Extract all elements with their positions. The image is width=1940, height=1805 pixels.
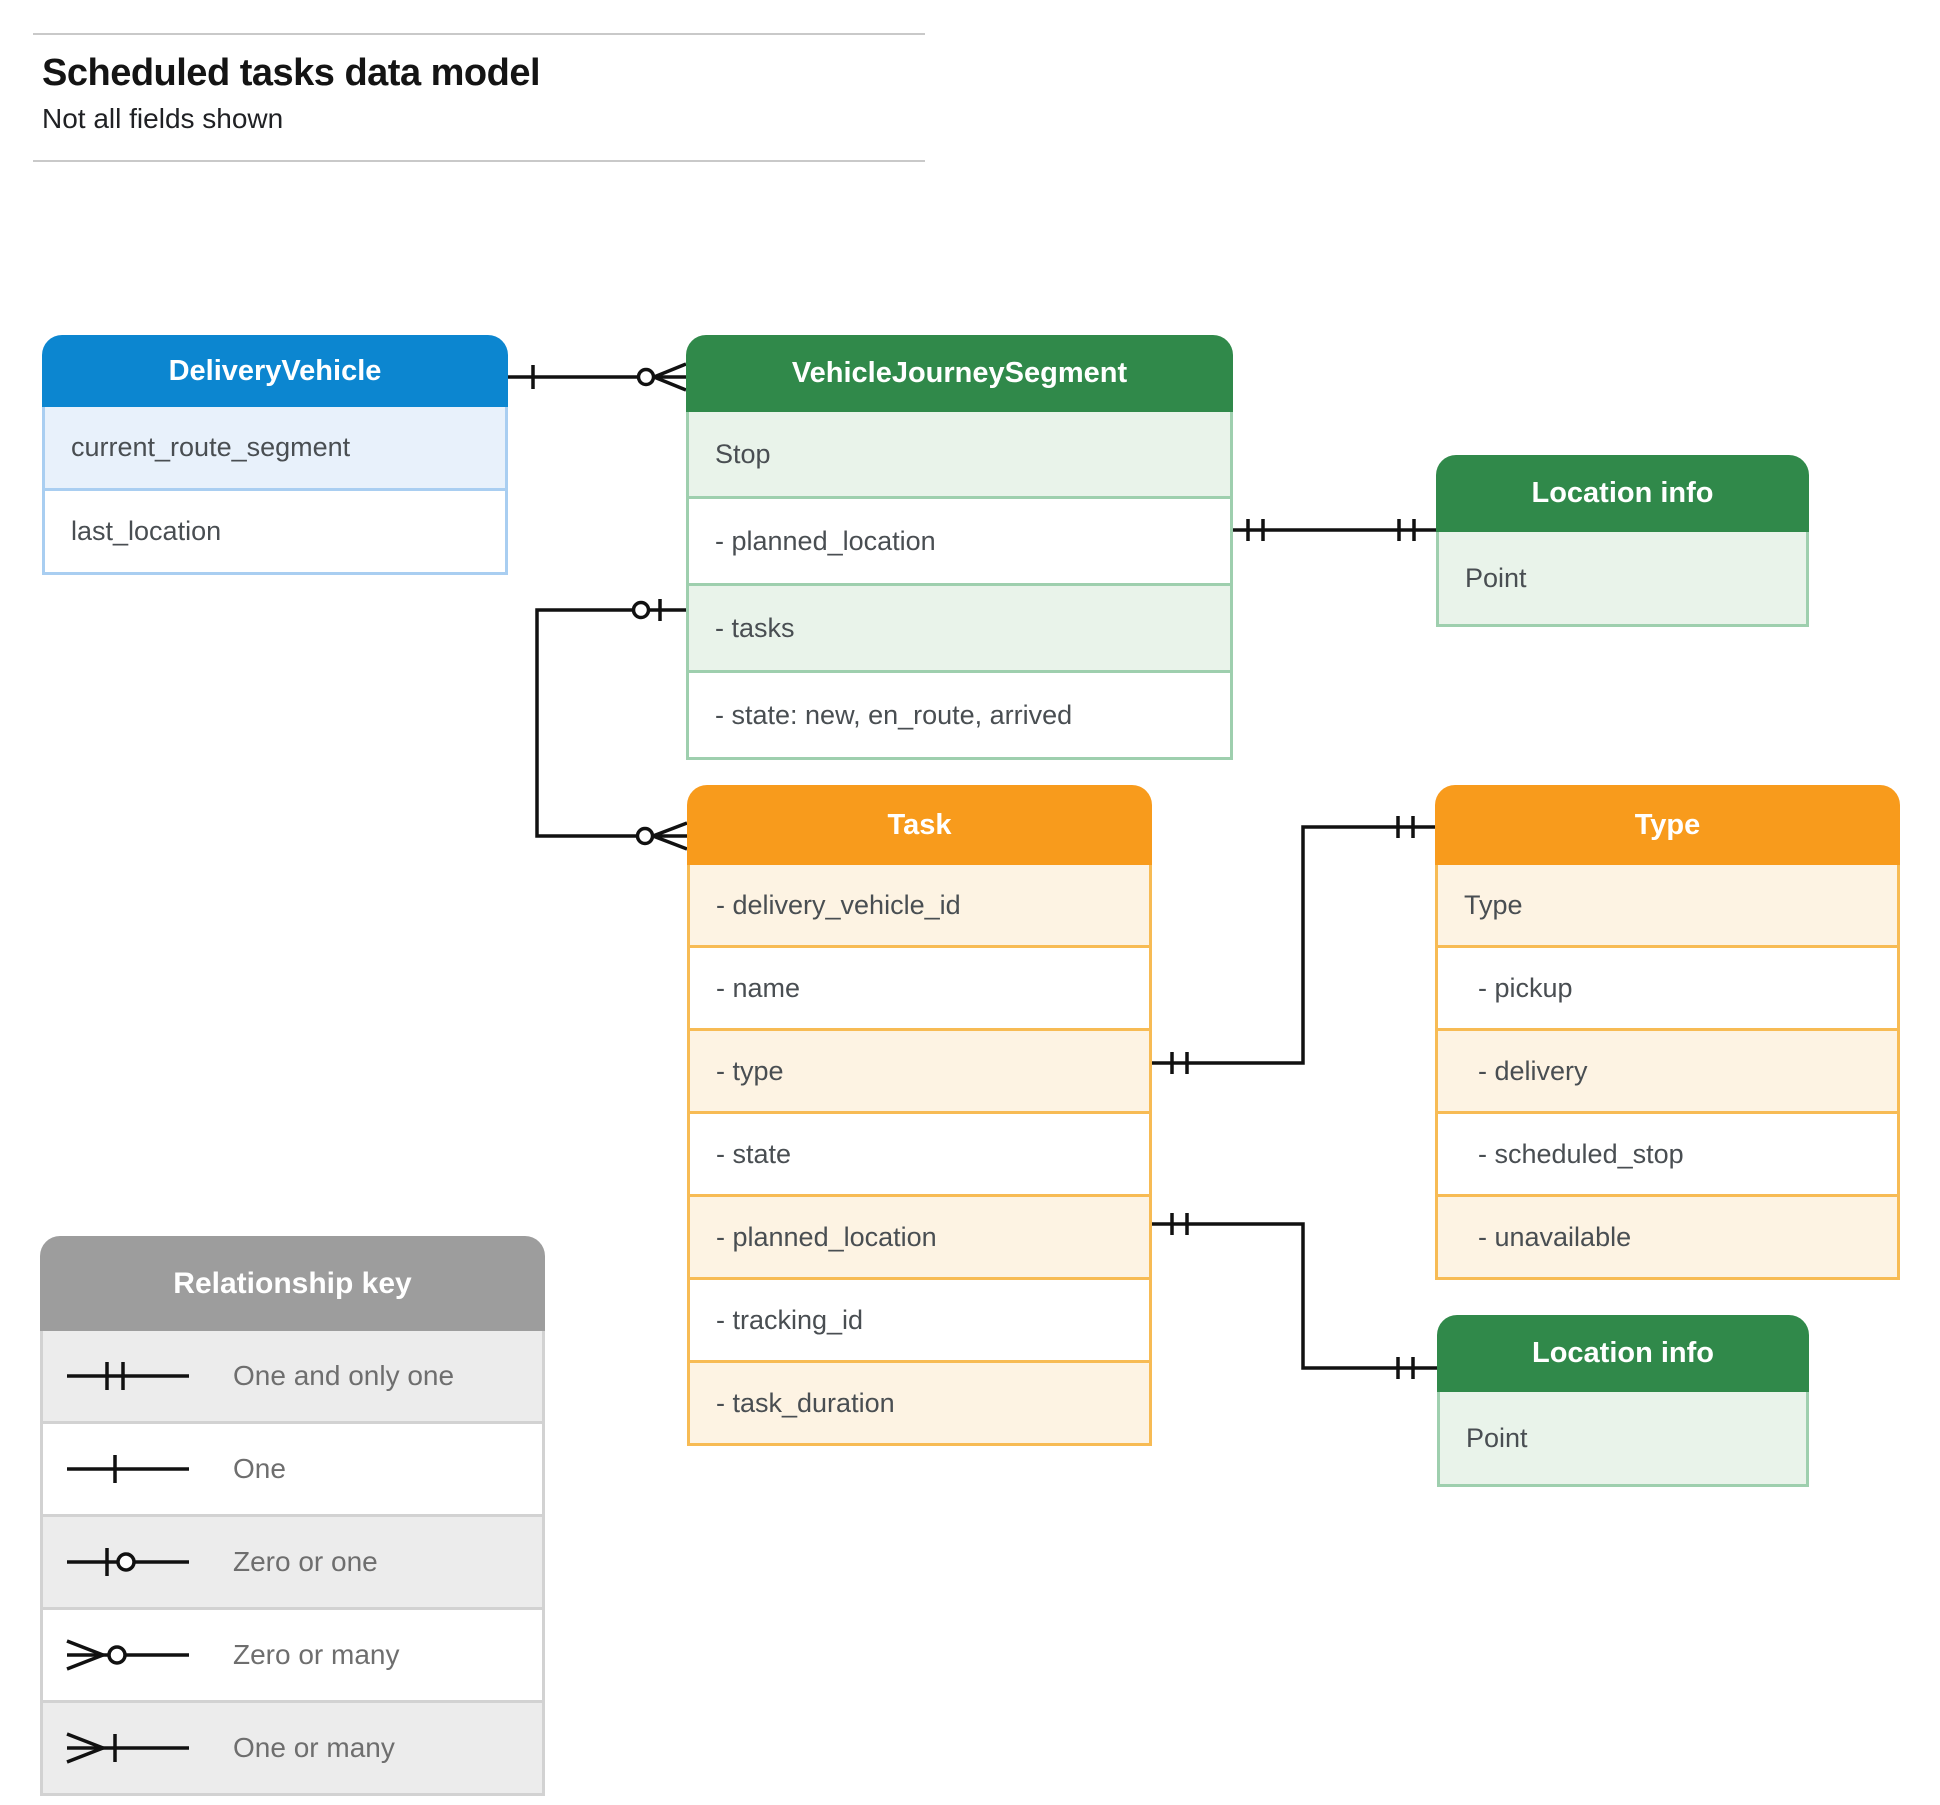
header-divider [33,160,925,162]
field-row: - delivery [1438,1028,1897,1111]
field-row: current_route_segment [45,407,505,488]
legend-row: One or many [43,1700,542,1793]
legend-row: Zero or many [43,1607,542,1700]
entity-vehicle-journey-segment: VehicleJourneySegment Stop - planned_loc… [686,335,1233,760]
zero-or-many-icon [66,1639,189,1671]
field-row: last_location [45,488,505,572]
relationship-key-header: Relationship key [40,1236,545,1331]
field-row: Type [1438,865,1897,945]
legend-row: One and only one [43,1331,542,1421]
legend-label: One or many [233,1732,395,1763]
field-row: - state [690,1111,1149,1194]
legend-label: Zero or many [233,1639,400,1670]
entity-header: Task [687,785,1152,865]
entity-body: Type - pickup - delivery - scheduled_sto… [1435,865,1900,1280]
field-row: - state: new, en_route, arrived [689,670,1230,757]
field-row: - name [690,945,1149,1028]
one-and-only-one-icon [67,1362,189,1390]
field-row: - scheduled_stop [1438,1111,1897,1194]
legend-label: One [233,1453,286,1484]
entity-header: Type [1435,785,1900,865]
field-row: - unavailable [1438,1194,1897,1277]
connector-tasks-task [535,599,688,851]
field-row: - type [690,1028,1149,1111]
entity-body: - delivery_vehicle_id - name - type - st… [687,865,1152,1446]
connector-plannedlocation-locationinfo-top [1233,519,1436,541]
top-divider [33,33,925,35]
field-row: - tracking_id [690,1277,1149,1360]
entity-type: Type Type - pickup - delivery - schedule… [1435,785,1900,1280]
connector-taskplannedlocation-locationinfo-bottom [1152,1213,1437,1379]
field-row: - planned_location [690,1194,1149,1277]
field-row: - task_duration [690,1360,1149,1443]
field-row: Point [1440,1392,1806,1484]
entity-body: current_route_segment last_location [42,407,508,575]
field-row: - pickup [1438,945,1897,1028]
connector-tasktype-type [1152,816,1435,1074]
field-row: - delivery_vehicle_id [690,865,1149,945]
relationship-key: Relationship key One and only one One Ze… [40,1236,545,1796]
one-or-many-icon [66,1732,189,1764]
entity-location-info-top: Location info Point [1436,455,1809,627]
entity-header: VehicleJourneySegment [686,335,1233,412]
field-row: Stop [689,412,1230,496]
one-icon [67,1455,189,1483]
legend-row: Zero or one [43,1514,542,1607]
entity-body: Stop - planned_location - tasks - state:… [686,412,1233,760]
field-row: - tasks [689,583,1230,670]
field-row: - planned_location [689,496,1230,583]
entity-header: DeliveryVehicle [42,335,508,407]
entity-header: Location info [1437,1315,1809,1392]
relationship-key-body: One and only one One Zero or one Zero or… [40,1331,545,1796]
legend-label: One and only one [233,1360,455,1391]
legend-label: Zero or one [233,1546,378,1577]
entity-delivery-vehicle: DeliveryVehicle current_route_segment la… [42,335,508,575]
page-title: Scheduled tasks data model [42,52,541,94]
entity-body: Point [1437,1392,1809,1487]
entity-task: Task - delivery_vehicle_id - name - type… [687,785,1152,1446]
entity-body: Point [1436,532,1809,627]
connector-deliveryvehicle-vehiclejourneysegment [508,362,687,392]
page-subtitle: Not all fields shown [42,103,284,134]
entity-location-info-bottom: Location info Point [1437,1315,1809,1487]
zero-or-one-icon [67,1548,189,1576]
entity-header: Location info [1436,455,1809,532]
legend-row: One [43,1421,542,1514]
field-row: Point [1439,532,1806,624]
